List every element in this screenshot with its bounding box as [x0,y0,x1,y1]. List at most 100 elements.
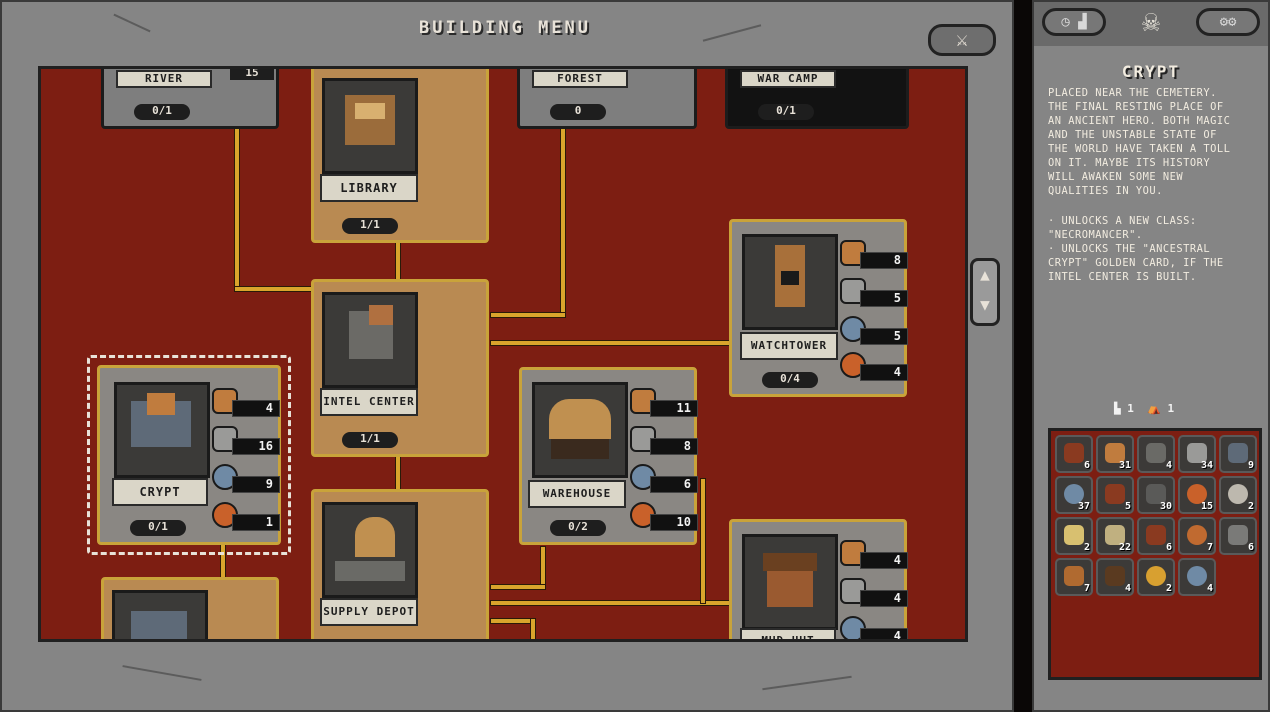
cost-wood: 4 [840,540,910,570]
building-card-warehouse[interactable]: 11 8 6 10 WAREHOUSE 0/2 [519,367,700,545]
inventory-slot[interactable]: 6 [1219,517,1257,555]
slot-count: 6 [1083,460,1090,471]
camp-icon: ⛺ [1147,402,1161,415]
connector-line [235,287,315,291]
inventory-slot[interactable]: 2 [1137,558,1175,596]
cost-value: 8 [650,438,698,455]
connector-line [561,129,565,315]
cost-value: 4 [860,590,908,607]
cost-metal: 5 [840,316,910,346]
building-name: FOREST [532,70,628,88]
inventory-slot[interactable]: 30 [1137,476,1175,514]
building-name: WAR CAMP [740,70,836,88]
slot-count: 15 [1200,501,1213,512]
building-card-river[interactable]: RIVER 15 0/1 [101,69,279,129]
inventory-slot[interactable]: 4 [1137,435,1175,473]
slot-count: 4 [1165,460,1172,471]
cost-food: 10 [630,502,700,532]
settings-button[interactable]: ⚙⚙ [1196,8,1260,36]
building-tree-board: RIVER 15 0/1 LIBRARY 1/1 FOREST 0 WAR CA… [38,66,968,642]
inventory-slot[interactable]: 6 [1137,517,1175,555]
resource-icon [1105,525,1125,545]
connector-line [701,479,705,603]
scroll-down-button[interactable]: ▼ [973,291,997,321]
camp-count-value: 1 [1167,402,1175,415]
building-card-war-camp[interactable]: WAR CAMP 0/1 [725,69,909,129]
cost-value: 11 [650,400,698,417]
resource-icon [1228,525,1248,545]
mud-hut-art [742,534,838,630]
slot-count: 22 [1118,542,1131,553]
building-name: INTEL CENTER [320,388,418,416]
cost-value: 5 [860,328,908,345]
slot-count: 4 [1124,583,1131,594]
inventory-slot[interactable]: 4 [1096,558,1134,596]
building-card-mud-hut[interactable]: 4 4 4 MUD HUT [729,519,910,639]
inventory-slot[interactable]: 31 [1096,435,1134,473]
building-count: 0 [550,104,606,120]
art-shape [131,611,187,639]
building-count: 0/4 [762,372,818,388]
close-icon: ⚔ [955,27,969,51]
art-shape [335,561,405,581]
art-shape [763,553,817,571]
inventory-slot[interactable]: 9 [1219,435,1257,473]
art-shape [781,271,799,285]
inventory-slot[interactable]: 7 [1178,517,1216,555]
inventory-slot[interactable]: 34 [1178,435,1216,473]
connector-line [396,455,400,491]
inventory-slot[interactable]: 2 [1219,476,1257,514]
building-art [112,590,208,639]
art-shape [549,399,611,439]
building-card-supply-depot[interactable]: SUPPLY DEPOT [311,489,489,639]
resource-icon [1187,484,1207,504]
resource-icon [1187,566,1207,586]
building-count: 0/1 [134,104,190,120]
connector-line [531,619,535,639]
building-card-unknown[interactable] [101,577,279,639]
inventory-slot[interactable]: 22 [1096,517,1134,555]
inventory-slot[interactable]: 6 [1055,435,1093,473]
cost-stone: 16 [212,426,282,456]
inventory-slot[interactable]: 4 [1178,558,1216,596]
building-name: SUPPLY DEPOT [320,598,418,626]
slot-count: 7 [1083,583,1090,594]
building-count: 1/1 [342,432,398,448]
building-name: CRYPT [112,478,208,506]
inventory-slot[interactable]: 15 [1178,476,1216,514]
inventory-slot[interactable]: 5 [1096,476,1134,514]
building-card-library[interactable]: LIBRARY 1/1 [311,69,489,243]
resource-icon [1105,566,1125,586]
slot-count: 37 [1077,501,1090,512]
chevron-up-icon: ▲ [980,265,990,284]
art-shape [767,567,813,607]
building-card-watchtower[interactable]: 8 5 5 4 WATCHTOWER 0/4 [729,219,910,397]
connector-line [491,585,545,589]
connector-line [491,313,565,317]
inventory-slot[interactable]: 2 [1055,517,1093,555]
cost-stone: 5 [840,278,910,308]
inventory-slot[interactable]: 37 [1055,476,1093,514]
scroll-up-button[interactable]: ▲ [973,261,997,291]
building-card-intel-center[interactable]: INTEL CENTER 1/1 [311,279,489,457]
cost-value: 16 [232,438,280,455]
resource-icon [1064,566,1084,586]
building-card-crypt[interactable]: 4 16 9 1 CRYPT 0/1 [97,365,281,545]
cost-value: 4 [232,400,280,417]
warehouse-art [532,382,628,478]
cost-value: 4 [860,364,908,381]
decor-crack [762,675,852,691]
slot-count: 5 [1124,501,1131,512]
slot-count: 7 [1206,542,1213,553]
metal-icon [840,616,866,639]
building-card-forest[interactable]: FOREST 0 [517,69,697,129]
resource-icon [1146,566,1166,586]
slot-count: 6 [1165,542,1172,553]
close-button[interactable]: ⚔ [928,24,996,56]
art-shape [147,393,175,415]
art-shape [355,517,395,557]
inventory-slot[interactable]: 7 [1055,558,1093,596]
art-shape [355,103,385,119]
time-camp-button[interactable]: ◷ ▟ [1042,8,1106,36]
building-name: LIBRARY [320,174,418,202]
